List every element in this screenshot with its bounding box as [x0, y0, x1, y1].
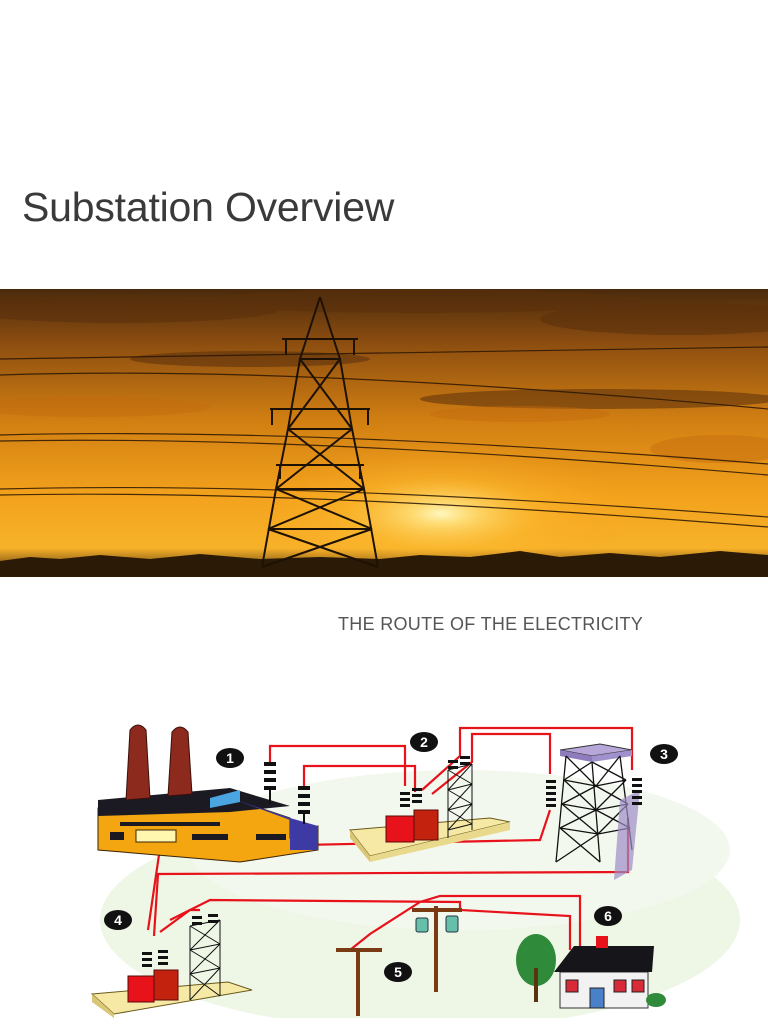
- step-6-label: 6: [604, 908, 612, 924]
- step-4-label: 4: [114, 912, 122, 928]
- step-3-badge: 3: [650, 744, 678, 764]
- step-2-badge: 2: [410, 732, 438, 752]
- house-icon: [516, 934, 666, 1009]
- electricity-route-diagram: 1 2: [90, 724, 740, 1018]
- step-2-label: 2: [420, 734, 428, 750]
- step-5-label: 5: [394, 964, 402, 980]
- step-1-badge: 1: [216, 748, 244, 768]
- step-3-label: 3: [660, 746, 668, 762]
- utility-pole-icon: [336, 906, 462, 1016]
- power-plant-icon: [97, 724, 319, 863]
- subtitle: THE ROUTE OF THE ELECTRICITY: [338, 614, 644, 634]
- step-up-substation-icon: [349, 756, 511, 862]
- sunset-pylon-photo: [0, 289, 768, 577]
- step-6-badge: 6: [594, 906, 622, 926]
- distribution-substation-icon: [90, 914, 253, 1018]
- transmission-tower-icon: [546, 743, 642, 880]
- page-title: Substation Overview: [22, 184, 395, 230]
- step-4-badge: 4: [104, 910, 132, 930]
- step-1-label: 1: [226, 750, 234, 766]
- step-5-badge: 5: [384, 962, 412, 982]
